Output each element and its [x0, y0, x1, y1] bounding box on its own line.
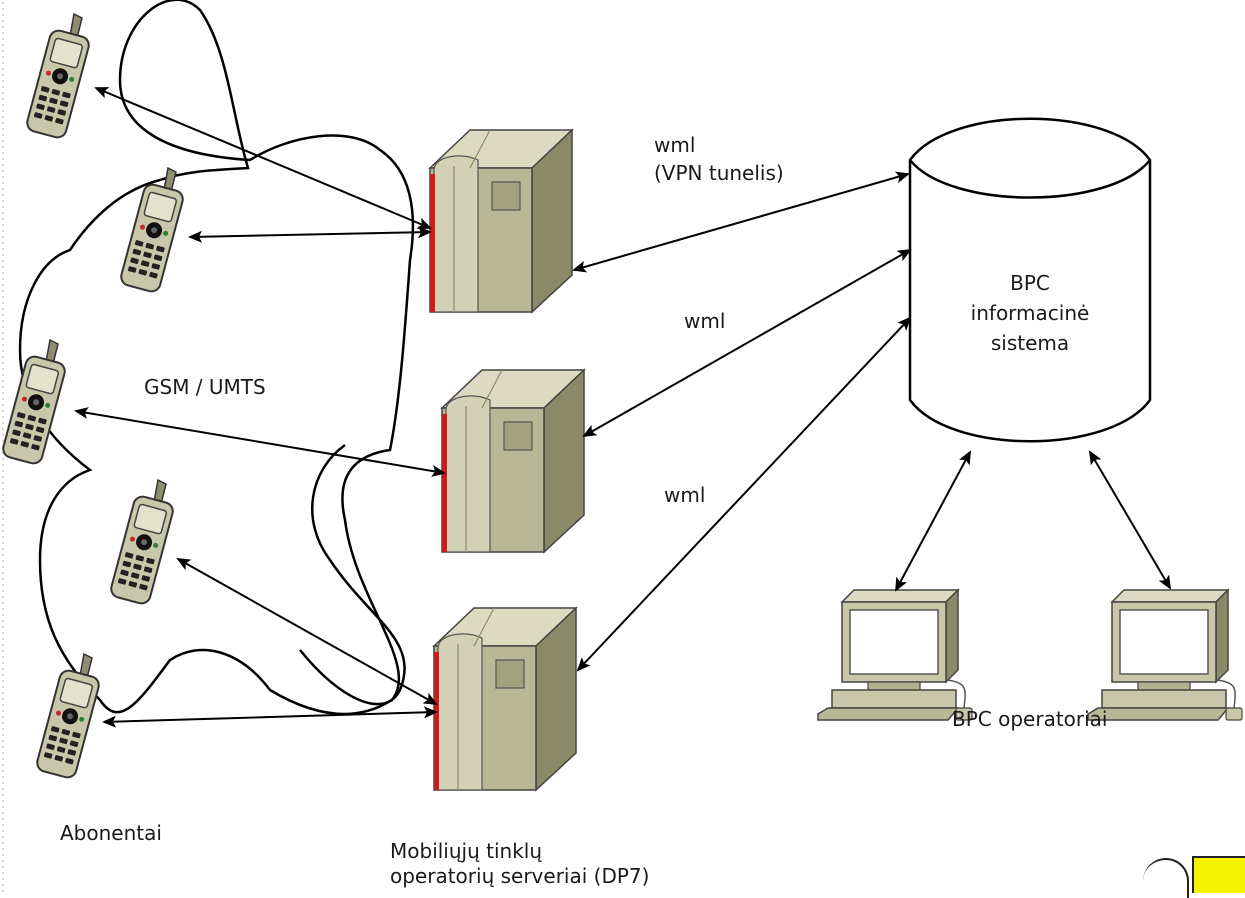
operators-label: BPC operatoriai	[952, 707, 1108, 731]
gsm-cloud-shape	[18, 0, 415, 716]
link-server-1-database	[572, 171, 910, 273]
link-server-3-database	[576, 316, 912, 672]
server-tower-icon	[429, 129, 573, 313]
link-phone-2-server-1	[188, 226, 432, 243]
link-phone-4-server-3	[176, 558, 438, 705]
desktop-computer-icon	[817, 589, 973, 721]
desktop-computer-icon	[1087, 589, 1243, 721]
network-label: GSM / UMTS	[144, 375, 266, 399]
link-server-2-database	[582, 249, 912, 437]
database-label-line-3: sistema	[990, 331, 1070, 355]
server-tower-icon	[441, 369, 585, 553]
link-label-middle: wml	[684, 309, 726, 333]
subscribers-label: Abonentai	[60, 821, 162, 845]
database-label-line-2: informacinė	[970, 301, 1090, 325]
link-label-top-protocol: wml	[654, 133, 696, 157]
servers-label-line-2: operatorių serveriai (DP7)	[390, 864, 650, 888]
link-label-top-tunnel: (VPN tunelis)	[654, 161, 784, 185]
link-phone-1-server-1	[94, 87, 432, 229]
link-phone-5-server-3	[102, 706, 438, 728]
link-database-operator-1	[895, 450, 971, 592]
mobile-phone-icon	[0, 339, 68, 467]
mobile-phone-icon	[24, 13, 92, 141]
database-label-line-1: BPC	[1010, 271, 1050, 295]
mobile-phone-icon	[118, 167, 186, 295]
corner-decoration-curve	[1143, 858, 1189, 898]
link-phone-3-server-2	[74, 407, 446, 477]
corner-decoration-tab	[1192, 856, 1245, 893]
link-database-operator-2	[1088, 450, 1172, 590]
link-label-bottom: wml	[664, 483, 706, 507]
servers-label-line-1: Mobiliųjų tinklų	[390, 839, 543, 863]
gsm-cloud-inner-lobe	[299, 443, 406, 706]
database-cylinder-icon	[908, 117, 1152, 443]
server-tower-icon	[433, 607, 577, 791]
mobile-phone-icon	[108, 479, 176, 607]
mobile-phone-icon	[34, 653, 102, 781]
